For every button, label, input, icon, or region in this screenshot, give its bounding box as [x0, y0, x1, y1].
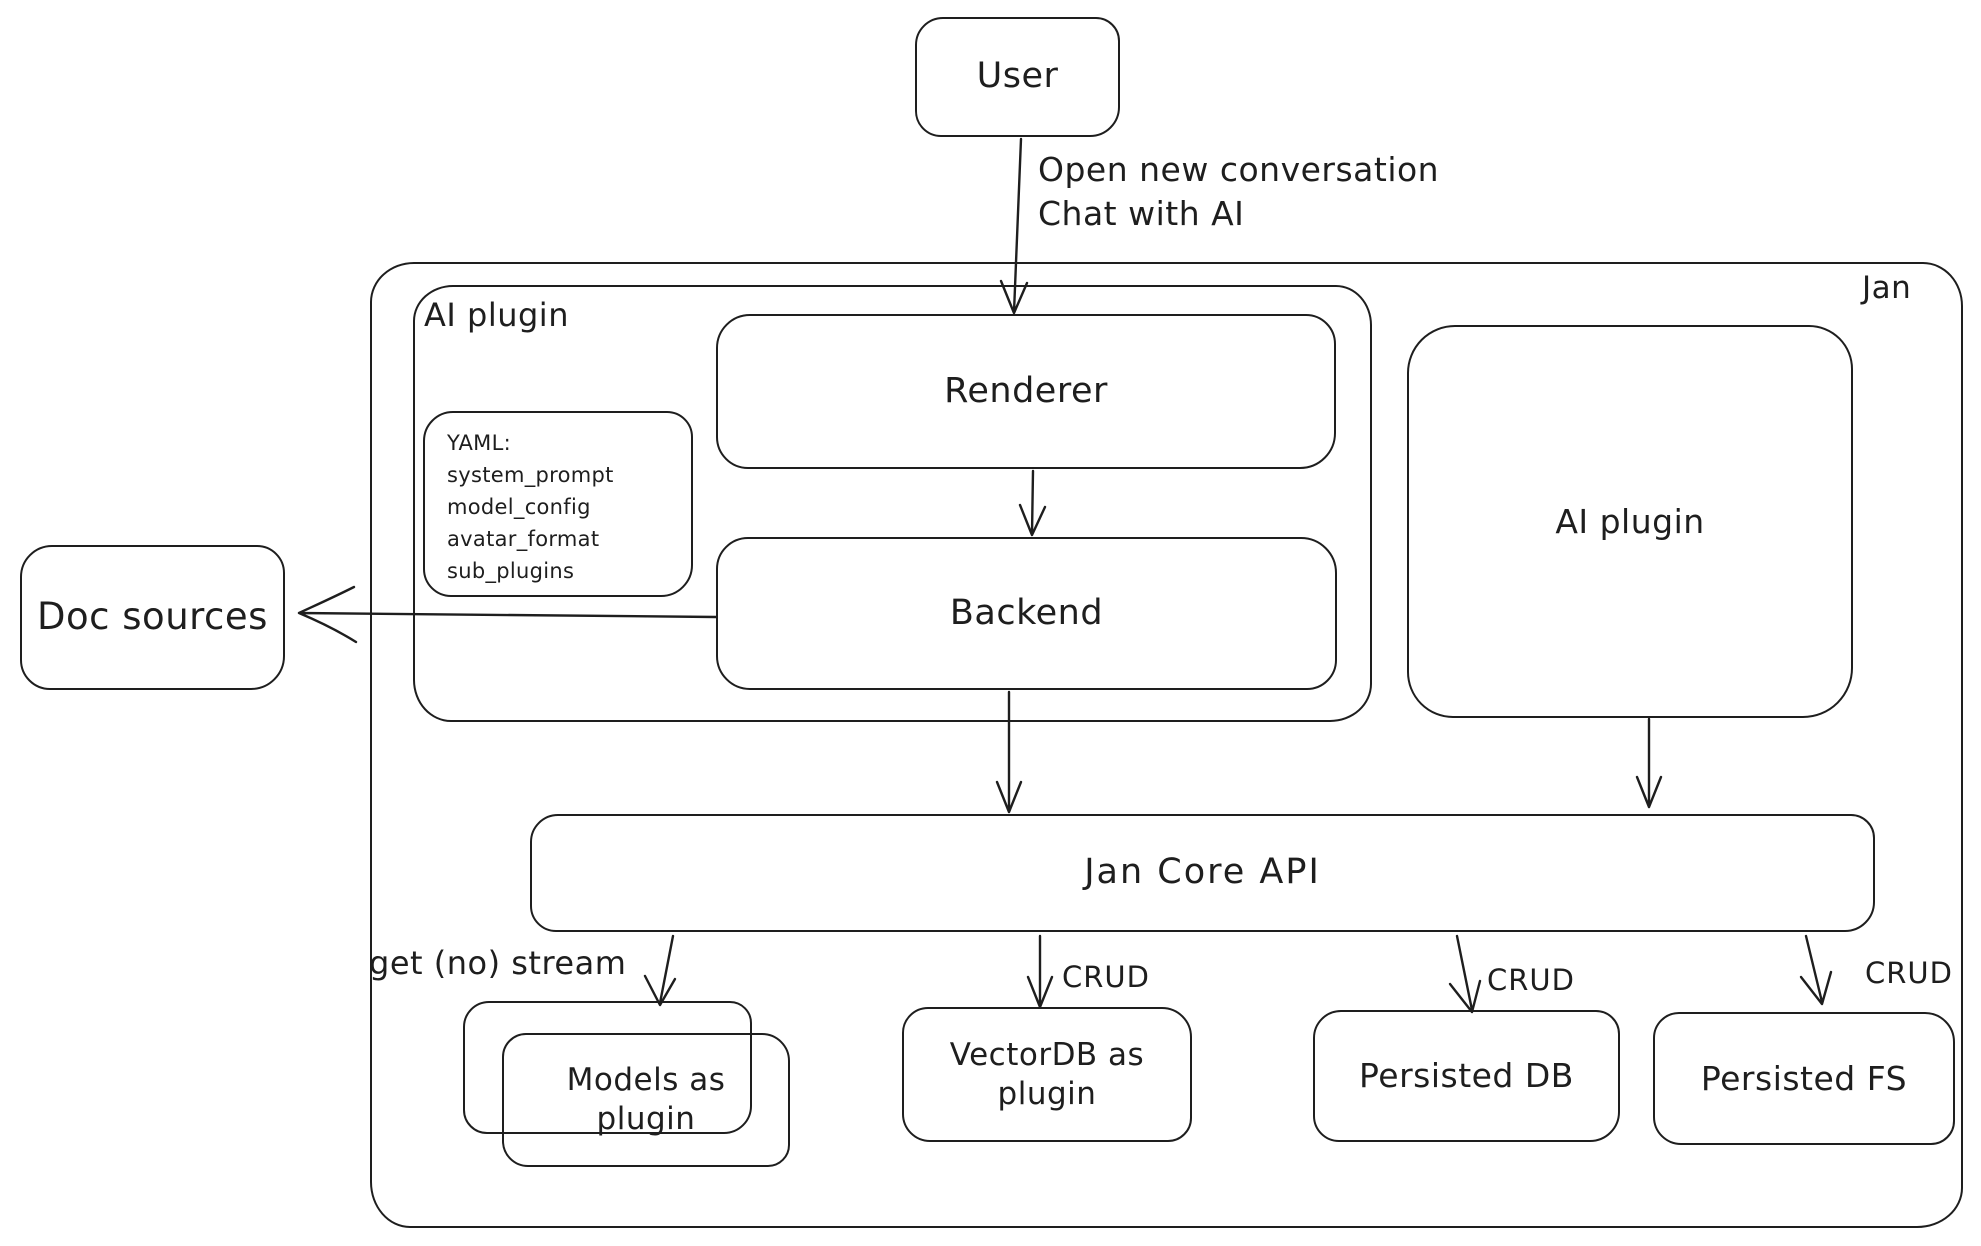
persisted-fs-box: Persisted FS — [1653, 1012, 1955, 1145]
edge-label-open-conversation-line1: Open new conversation — [1038, 150, 1440, 189]
persisted-db-box: Persisted DB — [1313, 1010, 1620, 1142]
backend-box: Backend — [716, 537, 1337, 690]
edge-label-open-conversation-line2: Chat with AI — [1038, 194, 1245, 233]
yaml-note-line: model_config — [447, 495, 591, 519]
persisted-db-label: Persisted DB — [1359, 1056, 1574, 1096]
edge-label-crud-persisted-db: CRUD — [1487, 963, 1575, 997]
models-as-plugin-box: Models as plugin — [502, 1033, 790, 1167]
vectordb-as-plugin-box: VectorDB as plugin — [902, 1007, 1192, 1142]
doc-sources-label: Doc sources — [37, 595, 268, 639]
edge-label-crud-vectordb: CRUD — [1062, 960, 1150, 994]
yaml-note-line: sub_plugins — [447, 559, 575, 583]
edge-label-get-no-stream: get (no) stream — [369, 944, 627, 982]
ai-plugin-right-box: AI plugin — [1407, 325, 1853, 718]
jan-core-api-box: Jan Core API — [530, 814, 1875, 932]
renderer-label: Renderer — [944, 370, 1108, 411]
user-box: User — [915, 17, 1120, 137]
yaml-note-line: system_prompt — [447, 463, 614, 487]
ai-plugin-right-label: AI plugin — [1555, 501, 1705, 541]
backend-label: Backend — [949, 592, 1104, 633]
ai-plugin-left-container — [413, 285, 1372, 722]
yaml-note-line: avatar_format — [447, 527, 600, 551]
vectordb-as-plugin-label: VectorDB as plugin — [949, 1036, 1145, 1112]
user-label: User — [976, 56, 1059, 97]
yaml-note-line: YAML: — [447, 431, 511, 455]
edge-label-crud-persisted-fs: CRUD — [1865, 956, 1953, 990]
jan-container-label: Jan — [1862, 270, 1912, 306]
jan-core-api-label: Jan Core API — [1084, 852, 1321, 893]
jan-container-box — [370, 262, 1963, 1228]
renderer-box: Renderer — [716, 314, 1336, 469]
models-as-plugin-back-box — [463, 1001, 752, 1134]
ai-plugin-left-label: AI plugin — [424, 296, 569, 334]
persisted-fs-label: Persisted FS — [1700, 1058, 1908, 1098]
yaml-note: YAML: system_prompt model_config avatar_… — [423, 411, 693, 597]
doc-sources-box: Doc sources — [20, 545, 285, 690]
models-as-plugin-label: Models as plugin — [566, 1062, 726, 1137]
